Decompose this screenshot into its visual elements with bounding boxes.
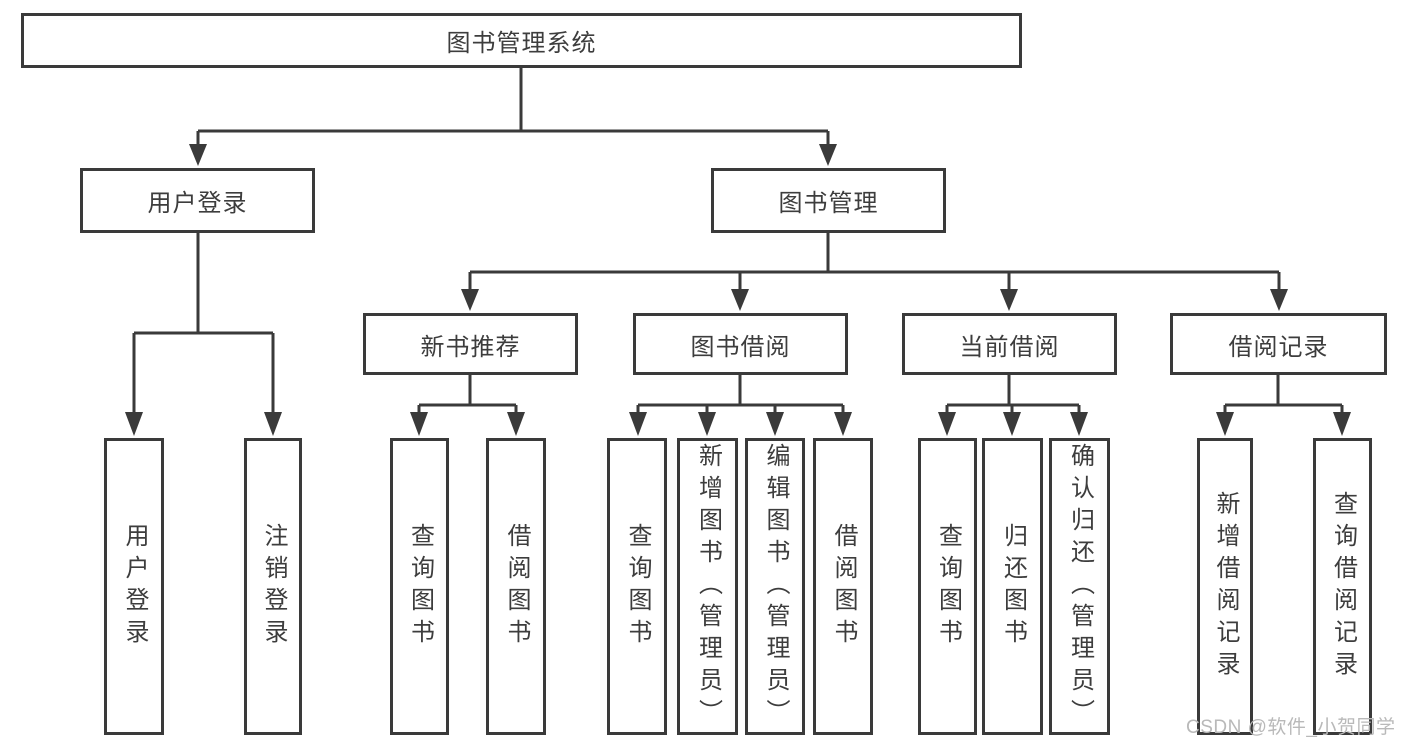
- node-borrowing-records-label: 借阅记录: [1228, 333, 1329, 361]
- leaf-query-books-current-label: 查询图书: [934, 522, 962, 651]
- node-new-book-recommend: 新书推荐: [363, 313, 578, 375]
- leaf-query-books-recommend: 查询图书: [390, 438, 449, 735]
- leaf-borrow-books-borrowing: 借阅图书: [813, 438, 873, 735]
- leaf-logout-label: 注销登录: [260, 522, 287, 651]
- leaf-query-books-borrowing: 查询图书: [607, 438, 667, 735]
- leaf-add-borrow-record: 新增借阅记录: [1197, 438, 1253, 735]
- node-book-borrowing-label: 图书借阅: [690, 333, 791, 361]
- csdn-watermark: CSDN @软件_小贺同学: [1186, 717, 1396, 738]
- leaf-confirm-return-admin: 确认归还（管理员）: [1049, 438, 1110, 735]
- node-new-book-recommend-label: 新书推荐: [420, 333, 521, 361]
- leaf-add-borrow-record-label: 新增借阅记录: [1212, 490, 1239, 683]
- node-current-borrowing: 当前借阅: [902, 313, 1117, 375]
- arrowheads: [125, 144, 1351, 436]
- leaf-borrow-books-recommend-label: 借阅图书: [503, 522, 530, 651]
- leaf-logout: 注销登录: [244, 438, 302, 735]
- node-user-login-label: 用户登录: [147, 190, 248, 217]
- leaf-user-login-label: 用户登录: [121, 522, 148, 651]
- leaf-borrow-books-recommend: 借阅图书: [486, 438, 546, 735]
- leaf-borrow-books-borrowing-label: 借阅图书: [830, 522, 857, 651]
- node-book-management: 图书管理: [711, 168, 946, 233]
- leaf-user-login: 用户登录: [104, 438, 164, 735]
- leaf-add-books-admin: 新增图书（管理员）: [677, 438, 738, 735]
- leaf-confirm-return-admin-label: 确认归还（管理员）: [1066, 442, 1094, 731]
- leaf-edit-books-admin: 编辑图书（管理员）: [745, 438, 805, 735]
- leaf-query-books-current: 查询图书: [918, 438, 977, 735]
- node-root: 图书管理系统: [21, 13, 1022, 68]
- leaf-return-books: 归还图书: [982, 438, 1043, 735]
- leaf-return-books-label: 归还图书: [999, 522, 1027, 651]
- leaf-query-books-recommend-label: 查询图书: [406, 522, 434, 651]
- node-root-label: 图书管理系统: [446, 30, 597, 57]
- leaf-query-borrow-record-label: 查询借阅记录: [1329, 490, 1357, 683]
- node-book-management-label: 图书管理: [778, 190, 879, 217]
- leaf-edit-books-admin-label: 编辑图书（管理员）: [762, 442, 789, 731]
- leaf-query-borrow-record: 查询借阅记录: [1313, 438, 1372, 735]
- node-user-login: 用户登录: [80, 168, 315, 233]
- node-borrowing-records: 借阅记录: [1170, 313, 1387, 375]
- node-current-borrowing-label: 当前借阅: [959, 333, 1060, 361]
- node-book-borrowing: 图书借阅: [633, 313, 848, 375]
- leaf-query-books-borrowing-label: 查询图书: [624, 522, 651, 651]
- leaf-add-books-admin-label: 新增图书（管理员）: [694, 442, 722, 731]
